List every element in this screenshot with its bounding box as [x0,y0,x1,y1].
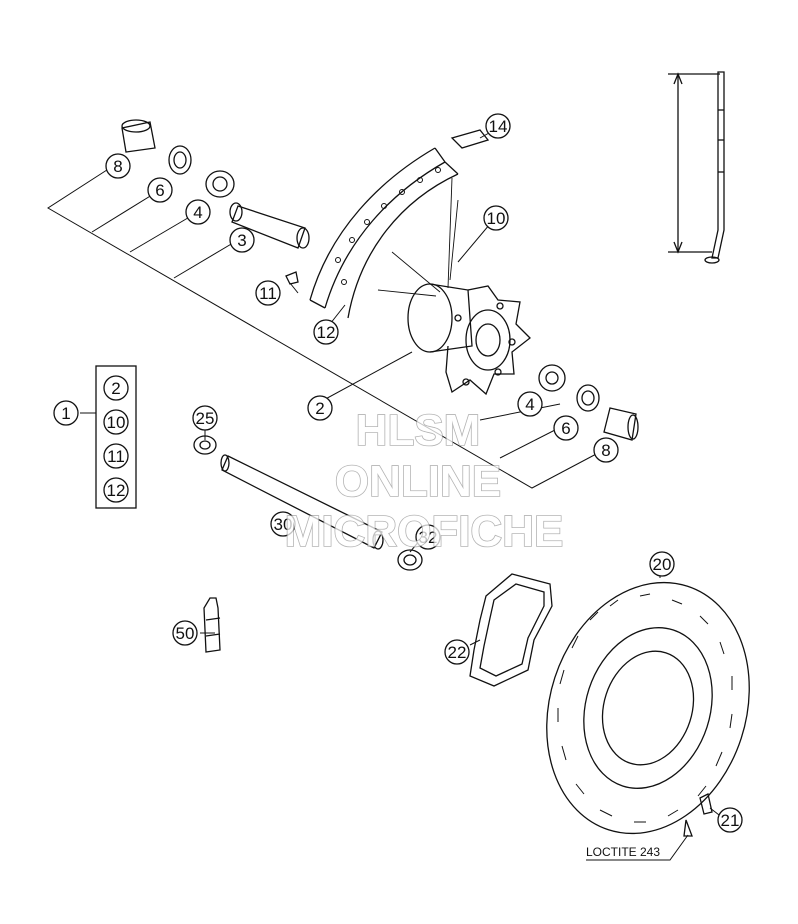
svg-text:12: 12 [317,323,336,342]
disc-screw-icon [683,793,713,837]
leader-lines [47,127,724,861]
svg-text:8: 8 [113,157,122,176]
wheel-hub-icon [407,283,531,396]
svg-text:32: 32 [419,528,438,547]
callout-30: 30 [270,511,296,537]
callouts: 8 6 4 3 11 12 14 10 2 4 6 8 1 2 10 11 12… [53,113,743,833]
callout-6-top: 6 [147,177,173,203]
wheel-rim-icon [309,147,459,319]
group-item-11: 11 [103,443,129,469]
svg-text:11: 11 [259,284,277,303]
callout-4-top: 4 [185,199,211,225]
rim-spoke-holes [335,167,441,285]
callout-50: 50 [172,620,198,646]
seal-ring-right-icon [576,384,600,412]
callout-1: 1 [53,400,79,426]
spokes-icon [377,177,459,297]
loctite-note: LOCTITE 243 [586,845,660,859]
brake-disc-icon [546,581,750,835]
group-item-2: 2 [103,375,129,401]
callout-6-bottom: 6 [553,415,579,441]
svg-text:6: 6 [561,419,570,438]
distance-sleeve-icon [229,202,310,249]
callout-25: 25 [192,405,218,431]
callout-10: 10 [483,205,509,231]
svg-text:3: 3 [237,231,246,250]
svg-text:4: 4 [193,203,202,222]
disc-slots [557,593,733,823]
svg-text:2: 2 [111,379,120,398]
svg-text:8: 8 [601,441,610,460]
svg-text:25: 25 [196,409,215,428]
bearing-left-icon [205,170,235,198]
watermark-line-1: HLSM [356,406,481,455]
group-item-12: 12 [103,477,129,503]
axle-nut-right-icon [397,549,423,571]
spoke-measure-icon [668,71,725,264]
callout-12: 12 [313,319,339,345]
svg-text:21: 21 [721,811,740,830]
svg-text:11: 11 [107,447,125,466]
svg-text:50: 50 [176,624,195,643]
svg-text:12: 12 [107,481,126,500]
loctite-bottle-icon [203,597,221,653]
callout-8-bottom: 8 [593,437,619,463]
wheel-axle-icon [220,454,384,550]
kit-group-box [95,365,137,509]
callout-4-bottom: 4 [517,391,543,417]
watermark-line-3: MICROFICHE [285,507,564,556]
callout-3: 3 [229,227,255,253]
svg-text:6: 6 [155,181,164,200]
watermark: HLSM ONLINE MICROFICHE [284,405,564,557]
svg-text:1: 1 [61,404,70,423]
svg-text:30: 30 [274,515,293,534]
disc-carrier-icon [469,573,553,687]
group-item-10: 10 [103,409,129,435]
bearing-right-icon [538,364,566,392]
callout-21: 21 [717,807,743,833]
svg-text:LOCTITE 243: LOCTITE 243 [586,845,660,859]
watermark-line-2: ONLINE [335,457,501,506]
svg-text:2: 2 [315,399,324,418]
svg-text:22: 22 [448,643,467,662]
callout-20: 20 [649,551,675,577]
svg-text:14: 14 [489,117,508,136]
spoke-nipple-icon [285,271,299,285]
spacer-right-icon [603,407,639,441]
seal-ring-left-2-icon [168,145,192,175]
callout-32: 32 [415,524,441,550]
callout-22: 22 [444,639,470,665]
svg-text:20: 20 [653,555,672,574]
callout-8-top: 8 [105,153,131,179]
svg-text:10: 10 [107,413,126,432]
svg-text:10: 10 [487,209,506,228]
axle-nut-left-icon [193,435,217,455]
callout-2: 2 [307,395,333,421]
callout-14: 14 [485,113,511,139]
seal-ring-left-icon [121,119,156,153]
rim-tape-icon [450,129,490,149]
callout-11: 11 [255,280,281,306]
svg-text:4: 4 [525,395,534,414]
